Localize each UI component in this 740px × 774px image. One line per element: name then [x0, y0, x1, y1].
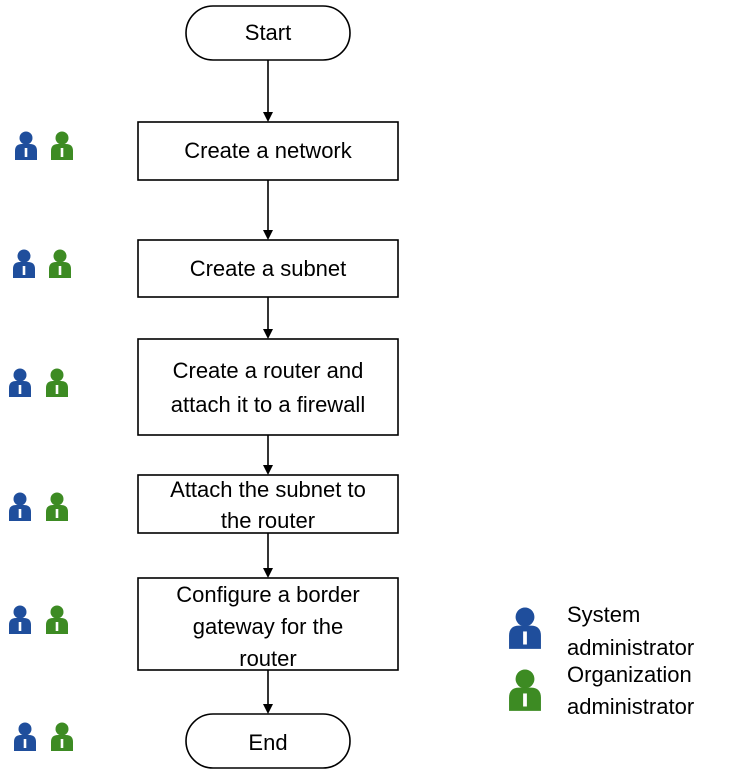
- start-label: Start: [245, 20, 291, 45]
- system-admin-icon: [14, 722, 36, 751]
- step-create-router-label-line1: Create a router and: [173, 358, 364, 383]
- org-admin-icon: [46, 492, 68, 521]
- step-configure-gateway-label-line2: gateway for the: [193, 614, 343, 639]
- legend-org-admin-label-line1: Organization: [567, 662, 692, 687]
- step-create-network: [137, 121, 399, 181]
- step-create-router: [137, 338, 399, 436]
- end-terminator: [185, 713, 351, 769]
- system-admin-icon: [9, 605, 31, 634]
- legend: System administrator Organization admini…: [509, 602, 694, 719]
- org-admin-icon: [51, 131, 73, 160]
- legend-system-admin-icon: [509, 607, 541, 649]
- org-admin-icon: [51, 722, 73, 751]
- legend-system-admin-label-line2: administrator: [567, 635, 694, 660]
- legend-org-admin-icon: [509, 669, 541, 711]
- legend-system-admin-label-line1: System: [567, 602, 640, 627]
- system-admin-icon: [9, 368, 31, 397]
- org-admin-icon: [46, 368, 68, 397]
- step-attach-subnet-label-line1: Attach the subnet to: [170, 477, 366, 502]
- end-label: End: [248, 730, 287, 755]
- system-admin-icon: [9, 492, 31, 521]
- step-configure-gateway-label-line1: Configure a border: [176, 582, 359, 607]
- step-create-router-label-line2: attach it to a firewall: [171, 392, 365, 417]
- system-admin-icon: [15, 131, 37, 160]
- org-admin-icon: [46, 605, 68, 634]
- step-attach-subnet: [137, 474, 399, 534]
- step-create-subnet: [137, 239, 399, 298]
- system-admin-icon: [13, 249, 35, 278]
- legend-org-admin-label-line2: administrator: [567, 694, 694, 719]
- step-configure-gateway: [137, 577, 399, 671]
- step-configure-gateway-label-line3: router: [239, 646, 296, 671]
- step-create-network-label: Create a network: [184, 138, 353, 163]
- org-admin-icon: [49, 249, 71, 278]
- step-attach-subnet-label-line2: the router: [221, 508, 315, 533]
- step-create-subnet-label: Create a subnet: [190, 256, 347, 281]
